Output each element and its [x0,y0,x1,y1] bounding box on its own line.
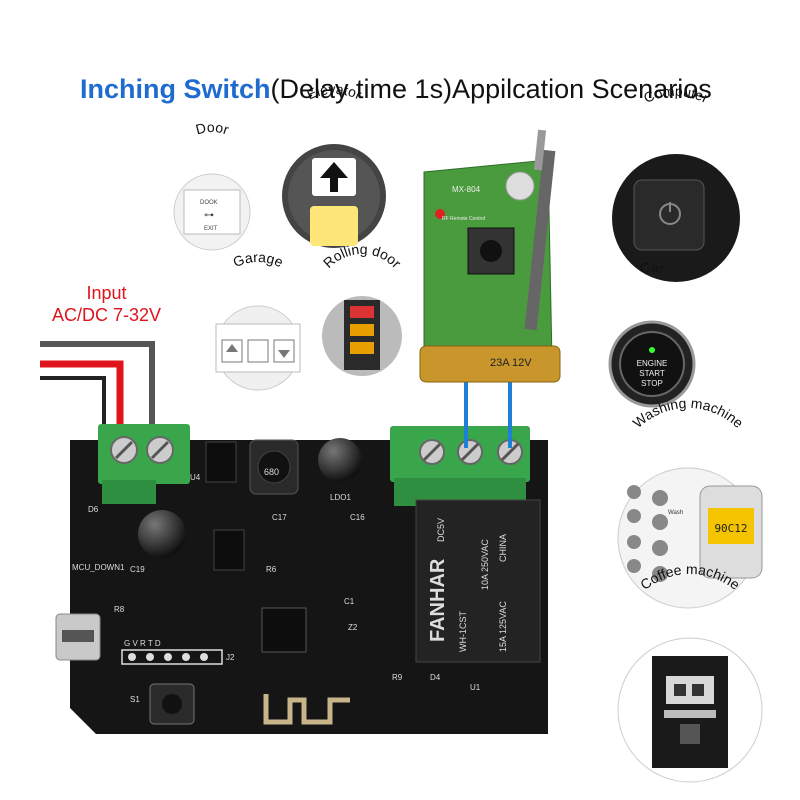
svg-text:C17: C17 [272,513,287,522]
mcu-label: MCU_DOWN1 [72,563,125,572]
svg-text:680: 680 [264,467,279,477]
scenario-car: ENGINE START STOP Car [608,259,696,408]
scenario-door: DOOK EXIT ⊶ Door [173,119,251,251]
svg-text:STOP: STOP [641,379,663,388]
header-pins-label: G V R T D [124,639,161,648]
input-label: Input AC/DC 7-32V [52,282,161,326]
svg-text:WH-1CST: WH-1CST [458,611,468,652]
input-label-line2: AC/DC 7-32V [52,305,162,325]
scenario-coffee-machine: Coffee machine [617,561,763,783]
svg-text:Wash: Wash [668,510,683,516]
svg-text:R8: R8 [114,605,125,614]
svg-text:D4: D4 [430,673,441,682]
mcu-chip [261,607,307,653]
capacitor-2 [138,510,186,558]
remote-control: 23A 12V MX-804 RF Remote Control [419,129,561,383]
svg-text:EXIT: EXIT [204,226,218,232]
svg-text:DOOK: DOOK [200,200,218,206]
input-wires [40,341,155,430]
svg-text:DC5V: DC5V [436,518,446,542]
svg-text:C19: C19 [130,565,145,574]
svg-text:C1: C1 [344,597,355,606]
label-door: Door [194,119,231,138]
svg-text:ENGINE: ENGINE [637,359,668,368]
scenario-computer: Computer [612,83,740,282]
svg-text:J2: J2 [226,653,235,662]
title-highlight: Inching Switch [80,74,271,104]
svg-text:D6: D6 [88,505,99,514]
battery-label: 23A 12V [490,357,532,369]
scenario-rolling-door: Rolling door [320,241,405,376]
svg-text:⊶: ⊶ [204,210,214,221]
capacitor-1 [318,438,362,482]
label-computer: Computer [641,83,711,106]
svg-text:15A 125VAC: 15A 125VAC [498,601,508,652]
relay [415,499,541,663]
svg-text:R9: R9 [392,673,403,682]
label-car: Car [639,259,667,277]
remote-model: MX-804 [452,185,481,194]
svg-text:RF Remote Control: RF Remote Control [442,216,485,222]
relay-brand: FANHAR [427,558,449,642]
svg-text:START: START [639,369,665,378]
pcb-board: MCU_DOWN1 G V R T D D6 C19 U4 C17 LDO1 C… [55,424,548,734]
svg-text:10A 250VAC: 10A 250VAC [480,539,490,590]
svg-text:C16: C16 [350,513,365,522]
scenario-elevator: Elevator [282,81,386,248]
label-garage: Garage [231,249,286,270]
svg-text:90C12: 90C12 [714,522,747,535]
svg-text:R6: R6 [266,565,277,574]
svg-text:CHINA: CHINA [498,534,508,562]
svg-text:LDO1: LDO1 [330,493,351,502]
page-title: Inching Switch(Delay time 1s)Appilcation… [80,74,712,105]
input-label-line1: Input [86,283,127,303]
svg-text:S1: S1 [130,695,140,704]
scenario-garage: Garage [215,249,301,391]
svg-text:U4: U4 [190,473,201,482]
svg-text:U1: U1 [470,683,481,692]
title-rest: (Delay time 1s)Appilcation Scenarios [270,74,712,104]
svg-text:Z2: Z2 [348,623,358,632]
label-elevator: Elevator [304,81,364,103]
